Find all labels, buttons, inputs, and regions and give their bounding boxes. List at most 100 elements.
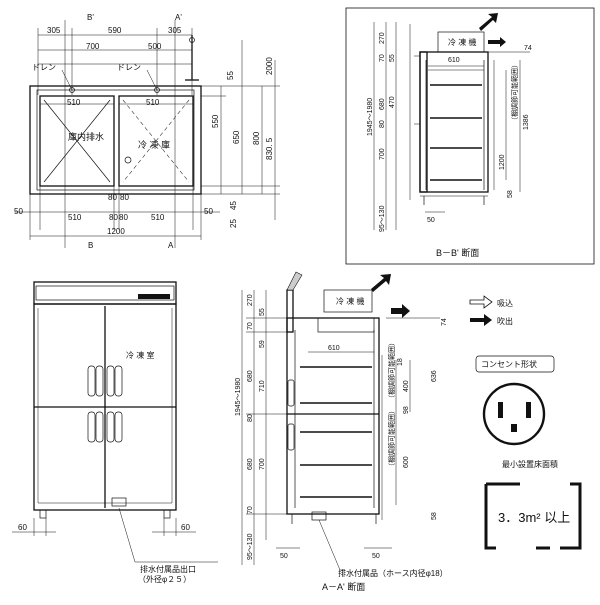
dim-80-bottom-left: 80 [109,213,118,222]
dim-305-right: 305 [168,26,182,35]
outlet-shape: コンセント形状 [475,355,555,446]
aa-unit-label: 冷 凍 機 [336,296,364,306]
front-dim-60-right: 60 [181,523,190,532]
bb-dim-270: 270 [379,32,386,44]
aa-dim-680-lower: 680 [247,458,254,470]
aa-dim-70: 70 [247,322,254,330]
bb-exhaust-arrow-icon [479,13,498,31]
aa-caption: A－A' 断面 [322,581,365,592]
dim-700: 700 [86,42,100,51]
aa-dim-70-lower: 70 [247,506,254,514]
plan-view: B' A' 305 590 305 700 500 ドレン ドレン 510 51… [14,13,280,250]
aa-exhaust-arrow-icon [371,274,391,292]
bb-dim-610: 610 [448,57,460,64]
bb-dim-680: 680 [379,98,386,110]
aa-dim-710: 710 [259,380,266,392]
drain-label-right: ドレン [117,63,141,72]
aa-intake-arrow-icon [391,304,410,318]
dim-inner-510-right: 510 [146,98,160,107]
dim-590: 590 [108,26,122,35]
front-drain-outer-diameter: （外径φ２５） [138,574,191,584]
dim-500: 500 [148,42,162,51]
aa-dim-680-upper: 680 [247,370,254,382]
dim-1200: 1200 [107,227,125,236]
outlet-title: コンセント形状 [481,359,537,369]
aa-dim-600: 600 [403,456,410,468]
floor-area-value: 3．3m² 以上 [498,510,570,525]
bb-range-label: （棚調節可能範囲） [510,61,519,124]
airflow-legend: 吸込 吹出 [469,295,513,326]
bb-unit-label: 冷 凍 機 [448,37,476,47]
front-view: 冷 凍 室 60 60 排水付属品出口 （外径φ２５） [12,281,218,584]
bb-dim-70: 70 [379,54,386,62]
dim-305-left: 305 [47,26,61,35]
aa-dim-95-130: 95～130 [247,533,254,560]
floor-area: 最小設置床面積 3．3m² 以上 [484,459,582,550]
bb-caption: B－B' 断面 [436,247,479,258]
floor-title: 最小設置床面積 [502,459,558,469]
aa-dim-400: 400 [403,380,410,392]
dim-45: 45 [229,201,238,210]
room-label-freezer: 冷 凍 庫 [138,139,170,150]
aa-dim-58: 58 [431,512,438,520]
section-aa: 冷 凍 機 270 70 [235,271,448,592]
dim-830-5: 830. 5 [265,137,274,160]
dim-50-right: 50 [204,207,213,216]
dim-80-top-left: 80 [108,193,117,202]
dim-800: 800 [252,131,261,145]
dim-25: 25 [229,219,238,228]
aa-dim-18: 18 [397,358,404,366]
dim-650: 650 [232,130,241,144]
bb-dim-58: 58 [507,190,514,198]
front-dim-60-left: 60 [18,523,27,532]
aa-dim-1945: 1945～1980 [235,378,242,416]
drain-label-left: ドレン [32,63,56,72]
dim-inner-510-left: 510 [67,98,81,107]
bb-dim-1945: 1945～1980 [367,98,374,136]
bb-dim-80: 80 [379,120,386,128]
aa-dim-700: 700 [259,458,266,470]
bb-dim-700: 700 [379,148,386,160]
section-mark-b-prime: B' [87,13,94,22]
bb-dim-470: 470 [389,96,396,108]
bb-dim-95-130: 95～130 [379,205,386,232]
exhaust-arrow-icon [470,314,492,326]
aa-dim-59: 59 [259,340,266,348]
bb-dim-1386: 1386 [523,114,530,130]
dim-50-left: 50 [14,207,23,216]
section-mark-a-prime: A' [175,13,182,22]
bb-dim-74: 74 [524,45,532,52]
aa-dim-270: 270 [247,294,254,306]
room-label-drain: 庫内排水 [68,131,104,142]
front-drain-outlet: 排水付属品出口 [140,564,196,574]
front-room-label: 冷 凍 室 [126,350,154,360]
dim-510-bottom-right: 510 [151,213,165,222]
aa-drain-item: 排水付属品（ホース内径φ18） [338,568,448,578]
dim-510-bottom-left: 510 [68,213,82,222]
section-mark-a: A [168,241,174,250]
aa-dim-610: 610 [328,345,340,352]
section-bb: 冷 凍 機 270 70 55 74 610 470 [345,7,595,265]
dim-80-bottom-right: 80 [119,213,128,222]
aa-dim-98: 98 [403,406,410,414]
aa-dim-55: 55 [259,308,266,316]
bb-dim-55: 55 [389,54,396,62]
dim-80-top-right: 80 [120,193,129,202]
bb-intake-arrow-icon [488,37,506,47]
aa-dim-636: 636 [431,370,438,382]
legend-intake: 吸込 [497,299,513,308]
dim-2000: 2000 [265,57,274,75]
aa-dim-50-right: 50 [372,553,380,560]
aa-range-label-upper: （棚調節可能範囲） [387,339,396,402]
dim-550: 550 [211,114,220,128]
bb-dim-1200: 1200 [499,154,506,170]
aa-dim-50-left: 50 [280,553,288,560]
dim-55-plan: 55 [226,71,235,80]
section-mark-b: B [88,241,93,250]
aa-range-label-lower: （棚調節可能範囲） [387,407,396,470]
outlet-circle-icon [482,382,546,446]
aa-dim-80: 80 [247,414,254,422]
bb-dim-50: 50 [427,217,435,224]
